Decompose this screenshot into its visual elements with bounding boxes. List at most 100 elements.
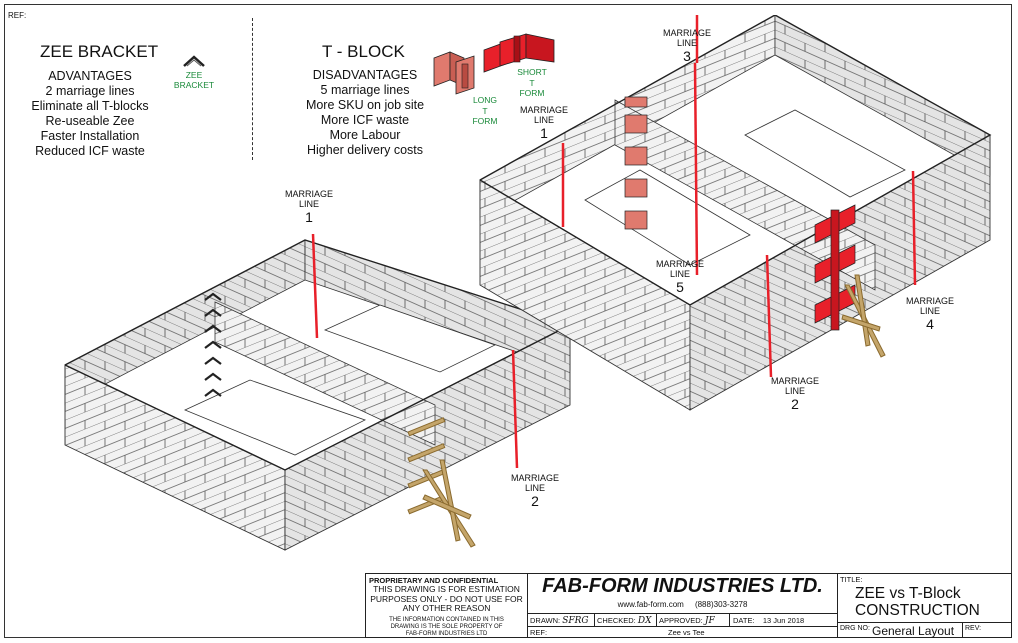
zee-title: ZEE BRACKET [40, 42, 159, 61]
tblock-item: More SKU on job site [305, 98, 425, 112]
drg-value: General Layout [872, 624, 955, 638]
section-divider [252, 18, 253, 160]
marriage-label-left-2: MARRIAGE LINE 2 [511, 473, 559, 509]
short-form-label-line: T [529, 77, 535, 88]
marriage-line-r4 [911, 170, 917, 286]
long-t-form-icon [433, 51, 475, 95]
zee-item: Reduced ICF waste [35, 144, 145, 158]
zee-icon-label-line: BRACKET [173, 80, 215, 90]
marriage-number: 2 [791, 396, 799, 412]
marriage-line-2 [511, 349, 519, 469]
proprietary-line: ANY OTHER REASON [402, 603, 491, 613]
zee-bracket-icon [183, 55, 205, 67]
marriage-label-right-2: MARRIAGE LINE 2 [771, 376, 819, 412]
tblock-item: More Labour [329, 128, 401, 142]
zee-item: 2 marriage lines [45, 84, 135, 98]
checked-cell: CHECKED: DX [594, 613, 657, 627]
proprietary-lines: THIS DRAWING IS FOR ESTIMATION PURPOSES … [366, 584, 527, 614]
company-name: FAB-FORM INDUSTRIES LTD. [542, 575, 823, 597]
marriage-number: 4 [926, 316, 934, 332]
proprietary-line: THIS DRAWING IS FOR ESTIMATION [373, 584, 520, 594]
info-line: DRAWING IS THE SOLE PROPERTY OF [390, 623, 503, 630]
line-word: LINE [533, 115, 554, 125]
marriage-label-left-1: MARRIAGE LINE 1 [285, 189, 333, 225]
date-value: 13 Jun 2018 [762, 616, 805, 625]
marriage-number: 3 [683, 48, 691, 64]
t-block-structure [479, 15, 992, 411]
checked-value: DX [637, 616, 652, 626]
info-line: THE INFORMATION CONTAINED IN THIS [389, 616, 504, 623]
long-form-label-line: FORM [472, 116, 498, 126]
marriage-line-r3 [693, 62, 699, 276]
zee-icon-label-line: ZEE [185, 70, 203, 80]
approved-label: APPROVED: [659, 616, 703, 625]
zee-bracket-structure [64, 233, 572, 551]
marriage-label-right-4: MARRIAGE LINE 4 [906, 296, 954, 332]
marriage-word: MARRIAGE [656, 259, 705, 269]
tblock-disadvantages-title: DISADVANTAGES [312, 68, 418, 82]
zee-icon-label: ZEE BRACKET [168, 70, 220, 90]
marriage-word: MARRIAGE [285, 189, 334, 199]
marriage-label-right-3: MARRIAGE LINE 3 [663, 28, 711, 64]
tblock-disadvantages: DISADVANTAGES 5 marriage lines More SKU … [290, 68, 440, 158]
title-line-2: CONSTRUCTION [855, 602, 980, 619]
drg-cell: DRG NO: General Layout [837, 622, 963, 638]
ref-cell: REF: Zee vs Tee [527, 626, 838, 638]
proprietary-title: PROPRIETARY AND CONFIDENTIAL [369, 576, 499, 585]
company-phone: (888)303-3278 [694, 600, 748, 609]
company-website: www.fab-form.com [617, 600, 684, 609]
marriage-number: 1 [540, 125, 548, 141]
line-word: LINE [676, 38, 697, 48]
rev-label: REV: [965, 625, 982, 632]
line-word: LINE [919, 306, 940, 316]
marriage-word: MARRIAGE [906, 296, 955, 306]
line-word: LINE [524, 483, 545, 493]
line-word: LINE [784, 386, 805, 396]
company-contact: www.fab-form.com (888)303-3278 [528, 600, 837, 609]
ref-label: REF: [8, 11, 27, 20]
zee-advantages: ADVANTAGES 2 marriage lines Eliminate al… [20, 69, 160, 159]
marriage-line-1 [311, 233, 319, 339]
drawn-value: SFRG [562, 616, 589, 626]
short-form-label-line: FORM [519, 88, 545, 98]
marriage-line-r2 [765, 254, 773, 378]
zee-item: Faster Installation [40, 129, 140, 143]
title-cell: TITLE: ZEE vs T-Block CONSTRUCTION [837, 573, 1012, 623]
tblock-item: Higher delivery costs [306, 143, 423, 157]
tblock-item: 5 marriage lines [320, 83, 410, 97]
approved-value: JF [704, 616, 715, 626]
company-box: FAB-FORM INDUSTRIES LTD. www.fab-form.co… [527, 573, 838, 614]
info-lines: THE INFORMATION CONTAINED IN THIS DRAWIN… [366, 617, 527, 638]
marriage-word: MARRIAGE [663, 28, 712, 38]
title-label: TITLE: [840, 575, 863, 584]
short-t-form-label: SHORT T FORM [512, 67, 552, 99]
marriage-number: 1 [305, 209, 313, 225]
info-line: FAB-FORM INDUSTRIES LTD [405, 630, 488, 637]
rev-cell: REV: [962, 622, 1012, 638]
date-cell: DATE: 13 Jun 2018 [729, 613, 838, 627]
t-form-icons [433, 33, 555, 95]
tb-ref-label: REF: [530, 628, 548, 637]
tb-ref-value: Zee vs Tee [668, 628, 705, 637]
zee-advantages-title: ADVANTAGES [48, 69, 132, 83]
tblock-item: More ICF waste [320, 113, 410, 127]
marriage-word: MARRIAGE [520, 105, 569, 115]
marriage-number: 5 [676, 279, 684, 295]
zee-item: Eliminate all T-blocks [31, 99, 149, 113]
line-word: LINE [298, 199, 319, 209]
proprietary-box: PROPRIETARY AND CONFIDENTIAL THIS DRAWIN… [365, 573, 528, 638]
short-form-label-line: SHORT [517, 67, 547, 77]
marriage-word: MARRIAGE [511, 473, 560, 483]
drawn-cell: DRAWN: SFRG [527, 613, 595, 627]
marriage-label-right-5: MARRIAGE LINE 5 [656, 259, 704, 295]
approved-cell: APPROVED: JF [656, 613, 730, 627]
date-label: DATE: [733, 616, 755, 625]
title-line-1: ZEE vs T-Block [855, 585, 961, 602]
drg-label: DRG NO: [840, 625, 870, 632]
marriage-label-right-1: MARRIAGE LINE 1 [520, 105, 568, 141]
marriage-word: MARRIAGE [771, 376, 820, 386]
proprietary-line: PURPOSES ONLY - DO NOT USE FOR [370, 593, 523, 604]
zee-item: Re-useable Zee [45, 114, 135, 128]
line-word: LINE [669, 269, 690, 279]
marriage-number: 2 [531, 493, 539, 509]
